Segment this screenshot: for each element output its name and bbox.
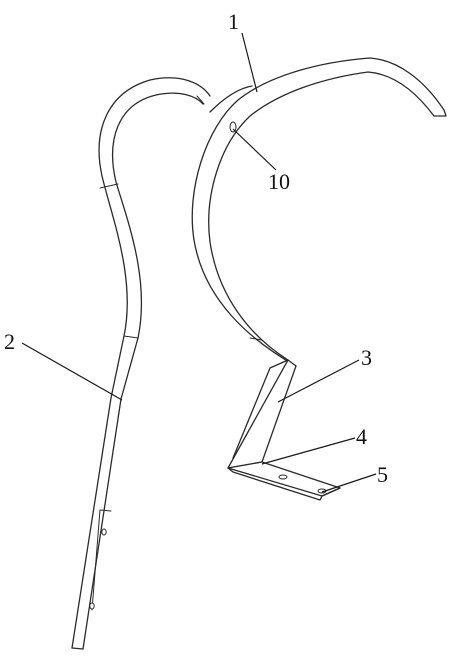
part-2-hook-strap [71,77,211,650]
leader-4 [261,437,356,465]
part-3-z-bracket [227,359,297,469]
label-3: 3 [361,345,372,370]
leader-2 [21,342,123,401]
label-2: 2 [4,329,15,354]
leader-1 [241,32,258,93]
leader-3 [277,359,360,403]
strap-hole-lower [89,602,95,610]
reference-labels: 1 2 3 4 5 10 [4,9,388,487]
part-4-base-plate [227,461,341,501]
label-10: 10 [268,169,290,194]
band-hole-10 [229,121,237,133]
plate-hole-4 [278,474,288,480]
label-1: 1 [228,9,239,34]
part-1-clamp-band [191,57,447,367]
strap-hole-upper [101,528,107,536]
leader-lines [21,32,377,493]
leader-10 [232,128,277,171]
label-5: 5 [377,462,388,487]
leader-5 [321,473,377,493]
label-4: 4 [356,424,367,449]
